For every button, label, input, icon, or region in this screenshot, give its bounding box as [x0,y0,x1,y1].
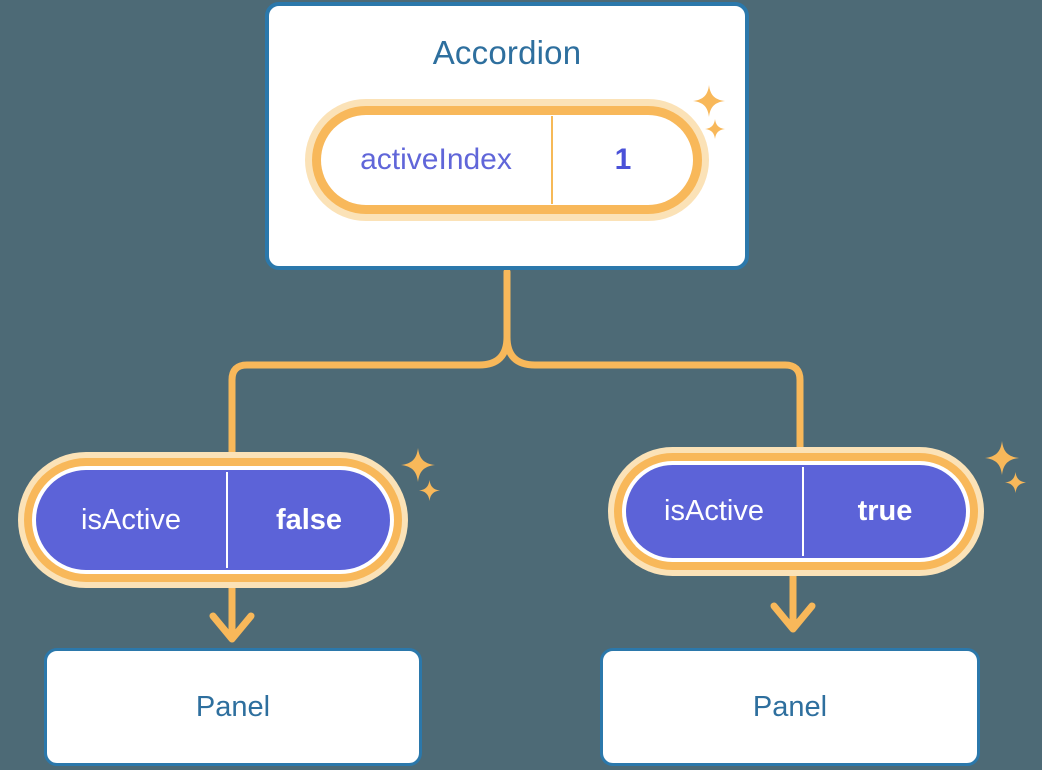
pill-divider [551,116,553,204]
pill-body: activeIndex 1 [321,115,693,205]
wire-root-to-left [228,268,511,466]
page-title: Accordion [432,34,582,71]
pill-body: isActive false [36,470,390,570]
pill-divider [802,467,804,556]
prop-value-label: false [275,503,343,536]
arrowhead-right-icon [770,602,816,633]
panel-box-right[interactable]: Panel [600,648,980,766]
prop-pill-is-active-false[interactable]: isActive false [18,452,408,588]
wire-root-to-right [503,268,804,459]
prop-pill-is-active-true[interactable]: isActive true [608,447,984,576]
arrowhead-left-icon [209,612,255,643]
prop-value-label: 1 [614,143,632,176]
panel-label: Panel [195,690,271,723]
panel-box-left[interactable]: Panel [44,648,422,766]
pill-body: isActive true [626,465,966,558]
prop-key-label: isActive [81,503,181,536]
prop-pill-active-index[interactable]: activeIndex 1 [305,99,709,221]
sparkle-icon [1004,471,1027,494]
prop-key-label: activeIndex [360,143,512,176]
prop-value-label: true [857,495,913,527]
sparkle-icon [984,440,1020,476]
prop-key-label: isActive [664,495,764,527]
pill-divider [226,472,228,568]
panel-label: Panel [752,690,828,723]
sparkle-icon [418,479,441,502]
